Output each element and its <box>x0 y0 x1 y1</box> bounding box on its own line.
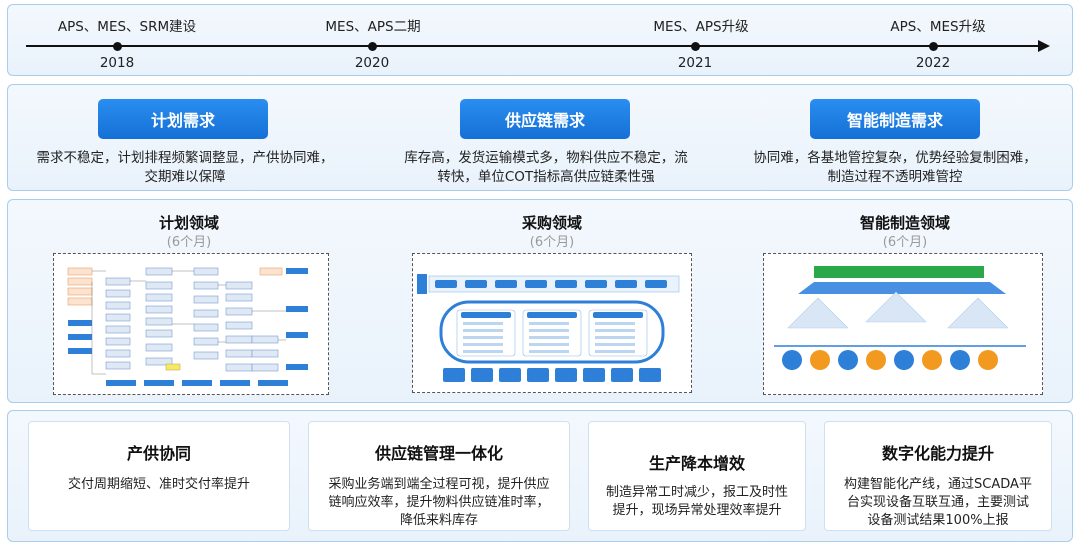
outcome-desc: 采购业务端到端全过程可视，提升供应 链响应效率，提升物料供应链准时率， 降低来料… <box>315 476 563 530</box>
outcome-card: 生产降本增效 制造异常工时减少，报工及时性 提升，现场异常处理效率提升 <box>588 421 806 531</box>
timeline-year: 2022 <box>915 55 951 71</box>
domain-procurement-duration: (6个月) <box>529 235 575 250</box>
need-supply-button[interactable]: 供应链需求 <box>460 99 630 139</box>
outcome-desc: 制造异常工时减少，报工及时性 提升，现场异常处理效率提升 <box>595 484 799 520</box>
outcome-desc-line: 链响应效率，提升物料供应链准时率， <box>328 495 550 510</box>
procurement-process-thumbnail <box>413 254 690 391</box>
outcome-card: 数字化能力提升 构建智能化产线，通过SCADA平 台实现设备互联互通，主要测试 … <box>824 421 1052 531</box>
outcome-title: 生产降本增效 <box>648 454 745 473</box>
needs-panel: 计划需求 需求不稳定，计划排程频繁调整显，产供协同难， 交期难以保障 供应链需求… <box>7 84 1073 191</box>
desc-line: 库存高，发货运输模式多，物料供应不稳定，流 <box>404 150 688 166</box>
timeline-dot <box>929 41 938 51</box>
plan-flowchart-thumbnail <box>54 254 327 393</box>
timeline-arrow-icon <box>1038 40 1050 52</box>
timeline-year: 2021 <box>677 55 713 71</box>
timeline-year: 2020 <box>354 55 390 71</box>
timeline-event-label: APS、MES升级 <box>890 19 986 35</box>
need-manufacturing-button[interactable]: 智能制造需求 <box>810 99 980 139</box>
timeline-axis <box>26 45 1042 47</box>
domain-procurement-diagram <box>412 253 692 393</box>
timeline-event-label: APS、MES、SRM建设 <box>57 19 197 35</box>
timeline-dot <box>691 41 700 51</box>
timeline-panel: APS、MES、SRM建设 2018 MES、APS二期 2020 MES、AP… <box>7 4 1073 76</box>
outcome-title: 数字化能力提升 <box>881 444 994 463</box>
need-supply-desc: 库存高，发货运输模式多，物料供应不稳定，流 转快，单位COT指标高供应链柔性强 <box>388 149 704 187</box>
outcome-desc-line: 提升，现场异常处理效率提升 <box>612 503 782 518</box>
timeline-event-label: MES、APS二期 <box>325 19 421 35</box>
outcome-desc: 构建智能化产线，通过SCADA平 台实现设备互联互通，主要测试 设备测试结果10… <box>831 476 1045 530</box>
outcomes-panel: 产供协同 交付周期缩短、准时交付率提升 供应链管理一体化 采购业务端到端全过程可… <box>7 410 1073 542</box>
domain-manufacturing-duration: (6个月) <box>882 235 928 250</box>
timeline-event-label: MES、APS升级 <box>653 19 749 35</box>
desc-line: 转快，单位COT指标高供应链柔性强 <box>437 169 655 185</box>
outcome-title: 供应链管理一体化 <box>374 444 503 463</box>
outcome-desc-line: 采购业务端到端全过程可视，提升供应 <box>328 477 550 492</box>
outcome-desc-line: 制造异常工时减少，报工及时性 <box>605 485 788 500</box>
outcome-desc-line: 交付周期缩短、准时交付率提升 <box>67 477 250 492</box>
outcome-desc-line: 台实现设备互联互通，主要测试 <box>846 495 1029 510</box>
desc-line: 交期难以保障 <box>144 169 226 185</box>
domain-plan-duration: (6个月) <box>166 235 212 250</box>
outcome-title: 产供协同 <box>126 444 191 463</box>
domain-manufacturing-title: 智能制造领域 <box>859 214 951 232</box>
outcome-card: 供应链管理一体化 采购业务端到端全过程可视，提升供应 链响应效率，提升物料供应链… <box>308 421 570 531</box>
outcome-desc-line: 降低来料库存 <box>399 513 478 528</box>
outcome-desc: 交付周期缩短、准时交付率提升 <box>35 476 283 494</box>
domain-plan-diagram <box>53 253 329 395</box>
manufacturing-pyramid-thumbnail <box>764 254 1041 393</box>
domain-manufacturing-diagram <box>763 253 1043 395</box>
timeline-year: 2018 <box>99 55 135 71</box>
desc-line: 制造过程不透明难管控 <box>827 169 963 185</box>
outcome-desc-line: 构建智能化产线，通过SCADA平 <box>844 477 1032 492</box>
outcome-card: 产供协同 交付周期缩短、准时交付率提升 <box>28 421 290 531</box>
desc-line: 需求不稳定，计划排程频繁调整显，产供协同难， <box>36 150 334 166</box>
domain-plan-title: 计划领域 <box>158 214 220 232</box>
domain-procurement-title: 采购领域 <box>521 214 583 232</box>
need-manufacturing-desc: 协同难，各基地管控复杂，优势经验复制困难， 制造过程不透明难管控 <box>730 149 1060 187</box>
desc-line: 协同难，各基地管控复杂，优势经验复制困难， <box>753 150 1037 166</box>
need-plan-desc: 需求不稳定，计划排程频繁调整显，产供协同难， 交期难以保障 <box>20 149 350 187</box>
outcome-desc-line: 设备测试结果100%上报 <box>867 513 1009 528</box>
domains-panel: 计划领域 (6个月) <box>7 199 1073 403</box>
timeline-dot <box>368 41 377 51</box>
timeline-dot <box>113 41 122 51</box>
need-plan-button[interactable]: 计划需求 <box>98 99 268 139</box>
